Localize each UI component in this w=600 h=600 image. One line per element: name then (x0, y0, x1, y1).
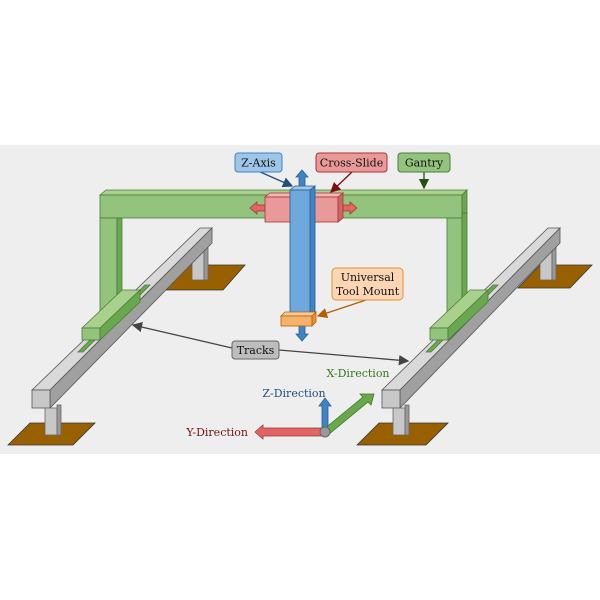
cross-slide-label-text: Cross-Slide (320, 157, 383, 170)
y-direction-label: Y-Direction (185, 426, 248, 439)
left-carriage (77, 284, 151, 353)
cross-slide-label: Cross-Slide (315, 152, 388, 173)
z-axis-column (288, 169, 317, 342)
axis-indicator: Y-Direction Z-Direction X-Direction (185, 367, 390, 440)
z-axis-label: Z-Axis (234, 152, 283, 173)
gantry-label: Gantry (397, 152, 451, 173)
z-direction-label: Z-Direction (262, 387, 325, 400)
tracks-label: Tracks (231, 340, 280, 360)
x-direction-label: X-Direction (326, 367, 389, 380)
tracks-label-text: Tracks (237, 344, 275, 357)
tool-mount-label: Universal Tool Mount (331, 267, 404, 301)
z-axis-label-text: Z-Axis (241, 157, 276, 170)
tool-mount (280, 311, 317, 327)
left-front-support (7, 404, 96, 446)
tool-mount-label-line1: Universal (341, 271, 395, 284)
right-front-support (356, 404, 449, 446)
gantry-label-text: Gantry (405, 157, 444, 170)
tool-mount-label-line2: Tool Mount (336, 285, 400, 298)
right-carriage (425, 284, 499, 353)
